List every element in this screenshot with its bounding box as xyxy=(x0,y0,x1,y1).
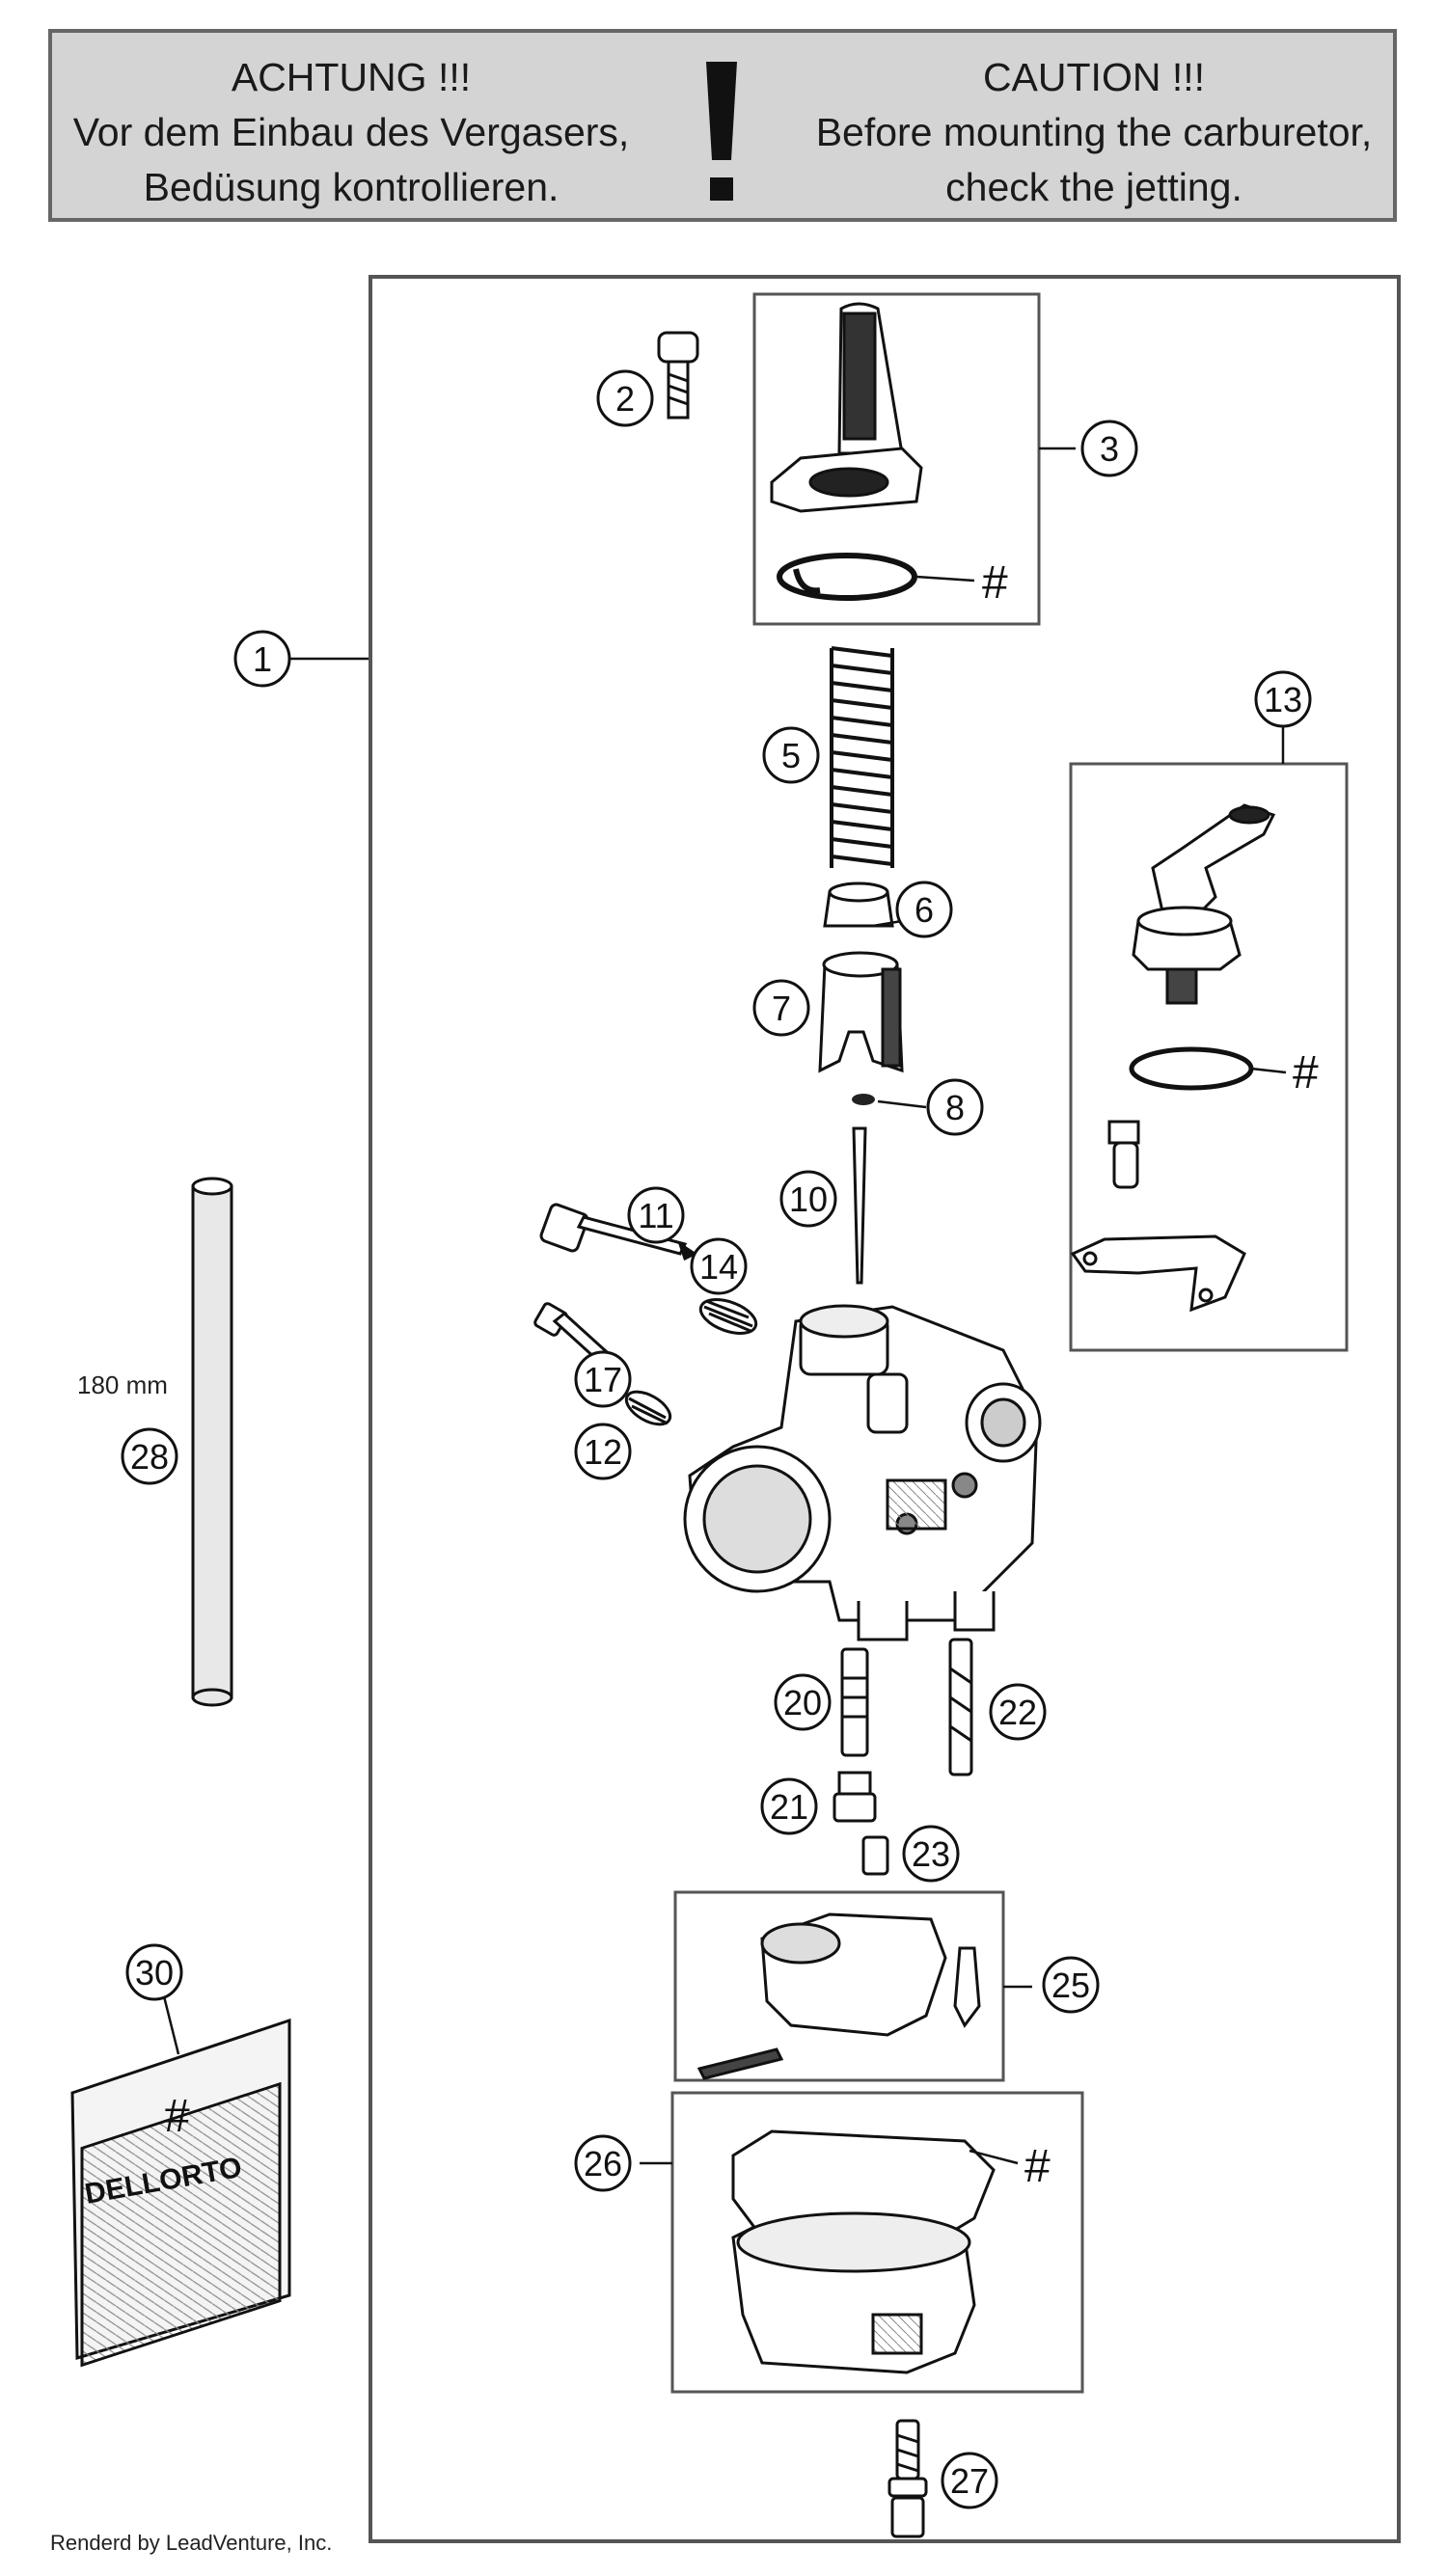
main-jet-part-21 xyxy=(833,1771,877,1823)
callout-21: 21 xyxy=(770,1787,808,1827)
float-part-25 xyxy=(696,1912,981,2080)
kit-bag-hash-mark: # xyxy=(164,2091,190,2142)
callout-3: 3 xyxy=(1100,429,1119,469)
callout-labels: 1 2 3 5 6 7 8 10 11 14 13 17 12 28 20 22… xyxy=(130,379,1302,2501)
screw-part-2 xyxy=(657,331,699,420)
callout-22: 22 xyxy=(998,1693,1037,1732)
emulsion-tube-part-20 xyxy=(840,1647,869,1757)
callout-6: 6 xyxy=(915,890,934,930)
float-bowl-part-26 xyxy=(731,2129,996,2374)
exclamation-icon xyxy=(706,62,737,201)
drain-screw-part-27 xyxy=(887,2419,928,2538)
idle-spring-part-14 xyxy=(698,1298,758,1335)
starter-jet-part-23 xyxy=(861,1835,889,1876)
caution-english-line: Before mounting the carburetor, xyxy=(815,110,1373,154)
needle-clip-part-8 xyxy=(852,1094,875,1105)
float-bowl-kit-box xyxy=(670,2091,1084,2394)
callout-circles xyxy=(121,369,1312,2509)
callout-8: 8 xyxy=(945,1088,965,1127)
hash-marker-choke-gasket: # xyxy=(1293,1047,1319,1098)
caution-banner: ACHTUNG !!! Vor dem Einbau des Vergasers… xyxy=(48,29,1397,222)
callout-2: 2 xyxy=(615,379,635,419)
callout-11: 11 xyxy=(638,1196,673,1235)
render-credit: Renderd by LeadVenture, Inc. xyxy=(50,2531,333,2555)
callout-25: 25 xyxy=(1051,1966,1090,2005)
caution-german-line: Bedüsung kontrollieren. xyxy=(143,165,560,209)
callout-20: 20 xyxy=(783,1683,822,1722)
callout-1: 1 xyxy=(253,639,272,679)
callout-7: 7 xyxy=(772,989,791,1028)
jet-kit-bag-part-30 xyxy=(70,2018,291,2368)
caution-german-title: ACHTUNG !!! xyxy=(231,55,472,99)
callout-30: 30 xyxy=(135,1953,174,1993)
callout-5: 5 xyxy=(781,736,801,775)
callout-leader-lines xyxy=(162,447,1287,2165)
caution-english-line: check the jetting. xyxy=(945,165,1242,209)
needle-retainer-part-6 xyxy=(823,881,894,928)
caution-text-german: ACHTUNG !!! Vor dem Einbau des Vergasers… xyxy=(52,50,650,215)
callout-13: 13 xyxy=(1264,680,1302,719)
callout-27: 27 xyxy=(950,2461,989,2501)
callout-12: 12 xyxy=(584,1432,622,1472)
throttle-cap-part-3 xyxy=(770,302,923,601)
hose-length-label: 180 mm xyxy=(77,1370,168,1399)
callout-14: 14 xyxy=(699,1247,738,1287)
jet-needle-part-10 xyxy=(852,1126,867,1285)
callout-28: 28 xyxy=(130,1437,169,1477)
hash-marker-gasket: # xyxy=(982,557,1008,609)
caution-text-english: CAUTION !!! Before mounting the carburet… xyxy=(795,50,1393,215)
choke-plunger-part-13 xyxy=(1070,803,1276,1313)
choke-kit-box xyxy=(1069,762,1349,1352)
throttle-slide-part-7 xyxy=(818,951,904,1073)
idle-jet-part-22 xyxy=(948,1638,973,1776)
caution-german-line: Vor dem Einbau des Vergasers, xyxy=(72,110,630,154)
carburetor-assembly-frame xyxy=(369,275,1401,2543)
fuel-hose-part-28 xyxy=(191,1177,233,1707)
mixture-spring-part-12 xyxy=(624,1390,672,1426)
carburetor-body xyxy=(683,1304,1042,1641)
caution-english-title: CAUTION !!! xyxy=(982,55,1206,99)
callout-26: 26 xyxy=(584,2144,622,2183)
spring-part-5 xyxy=(830,646,894,868)
hash-marker-bowl-gasket: # xyxy=(1024,2141,1051,2192)
callout-23: 23 xyxy=(912,1834,950,1874)
callout-10: 10 xyxy=(789,1180,828,1219)
idle-screw-part-11 xyxy=(539,1203,697,1261)
throttle-cap-kit-box xyxy=(752,292,1041,626)
callout-17: 17 xyxy=(584,1360,622,1399)
